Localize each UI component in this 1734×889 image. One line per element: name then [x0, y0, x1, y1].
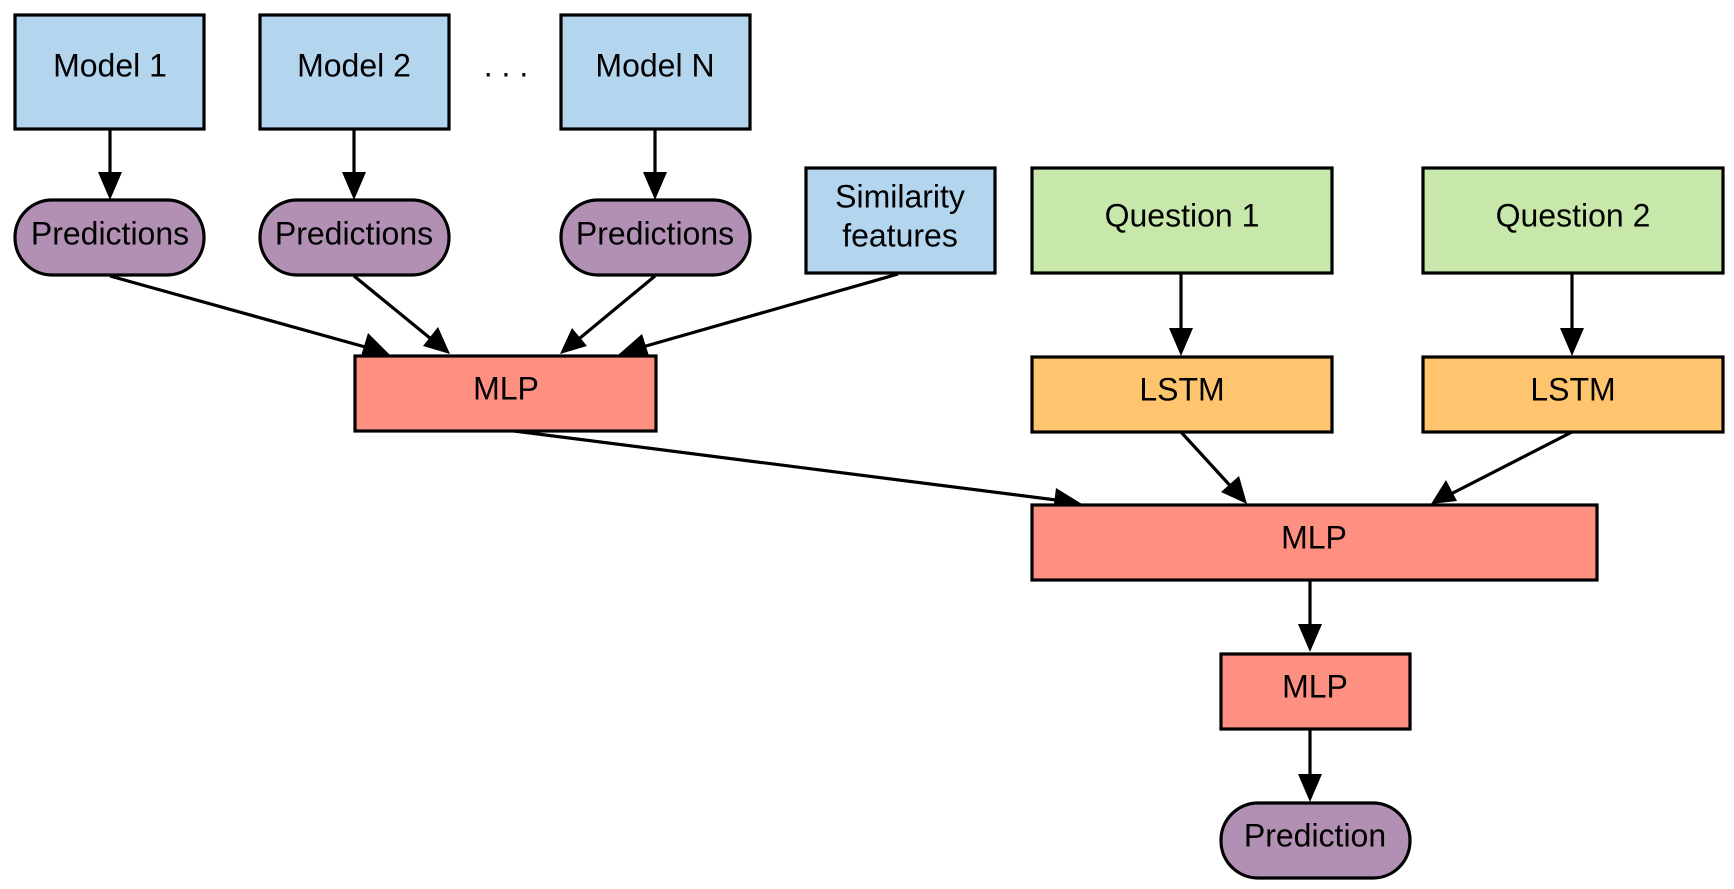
similarity-features-label-line1: Similarity [835, 178, 965, 214]
edge-modeln-to-predictionsn [643, 130, 667, 200]
predictions-n-pill [559, 198, 752, 277]
predictions-2-pill [258, 198, 451, 277]
node-similarity-features: Similarity features [804, 166, 997, 275]
edge-model1-to-predictions1 [98, 130, 122, 200]
ellipsis: . . . [484, 47, 528, 83]
node-model-1: Model 1 [13, 13, 206, 131]
edge-mlp-left-to-mlp-center [505, 428, 1082, 512]
edge-question1-to-lstm1 [1169, 274, 1193, 356]
node-question-2: Question 2 [1421, 166, 1725, 275]
node-mlp-center: MLP [1030, 503, 1599, 582]
edges [98, 130, 1584, 802]
edge-predictionsn-to-mlp-left [560, 274, 657, 354]
node-mlp-left: MLP [353, 354, 658, 433]
lstm-1-box [1030, 355, 1334, 434]
mlp-bottom-box [1219, 652, 1412, 731]
node-model-n: Model N [559, 13, 752, 131]
question-2-label: Question 2 [1496, 197, 1651, 233]
model-n-box [559, 13, 752, 131]
predictions-1-pill [13, 198, 206, 277]
mlp-left-label: MLP [473, 370, 539, 406]
model-1-label: Model 1 [53, 47, 167, 83]
node-predictions-1: Predictions [13, 198, 206, 277]
lstm-2-box [1421, 355, 1725, 434]
prediction-label: Prediction [1244, 817, 1386, 853]
mlp-center-label: MLP [1281, 519, 1347, 555]
question-1-label: Question 1 [1105, 197, 1260, 233]
model-2-label: Model 2 [297, 47, 411, 83]
edge-predictions2-to-mlp-left [352, 274, 450, 354]
mlp-bottom-label: MLP [1282, 668, 1348, 704]
edge-predictions1-to-mlp-left [109, 274, 390, 356]
node-predictions-2: Predictions [258, 198, 451, 277]
mlp-center-box [1030, 503, 1599, 582]
edge-model2-to-predictions2 [342, 130, 366, 200]
node-predictions-n: Predictions [559, 198, 752, 277]
predictions-2-label: Predictions [275, 215, 433, 251]
prediction-pill [1219, 801, 1412, 880]
node-lstm-2: LSTM [1421, 355, 1725, 434]
node-prediction: Prediction [1219, 801, 1412, 880]
edge-lstm1-to-mlp-center [1179, 430, 1247, 504]
edge-question2-to-lstm2 [1560, 274, 1584, 356]
mlp-left-box [353, 354, 658, 433]
model-2-box [258, 13, 451, 131]
question-2-box [1421, 166, 1725, 275]
predictions-n-label: Predictions [576, 215, 734, 251]
similarity-features-box [804, 166, 997, 275]
node-question-1: Question 1 [1030, 166, 1334, 275]
lstm-2-label: LSTM [1530, 371, 1615, 407]
edge-similarity-to-mlp-left [618, 272, 899, 356]
predictions-1-label: Predictions [31, 215, 189, 251]
model-1-box [13, 13, 206, 131]
similarity-features-label-line2: features [842, 217, 958, 253]
node-lstm-1: LSTM [1030, 355, 1334, 434]
node-model-2: Model 2 [258, 13, 451, 131]
edge-mlp-bottom-to-prediction [1298, 728, 1322, 802]
edge-mlp-center-to-mlp-bottom [1298, 580, 1322, 652]
lstm-1-label: LSTM [1139, 371, 1224, 407]
model-n-label: Model N [595, 47, 714, 83]
node-mlp-bottom: MLP [1219, 652, 1412, 731]
question-1-box [1030, 166, 1334, 275]
edge-lstm2-to-mlp-center [1431, 430, 1573, 504]
